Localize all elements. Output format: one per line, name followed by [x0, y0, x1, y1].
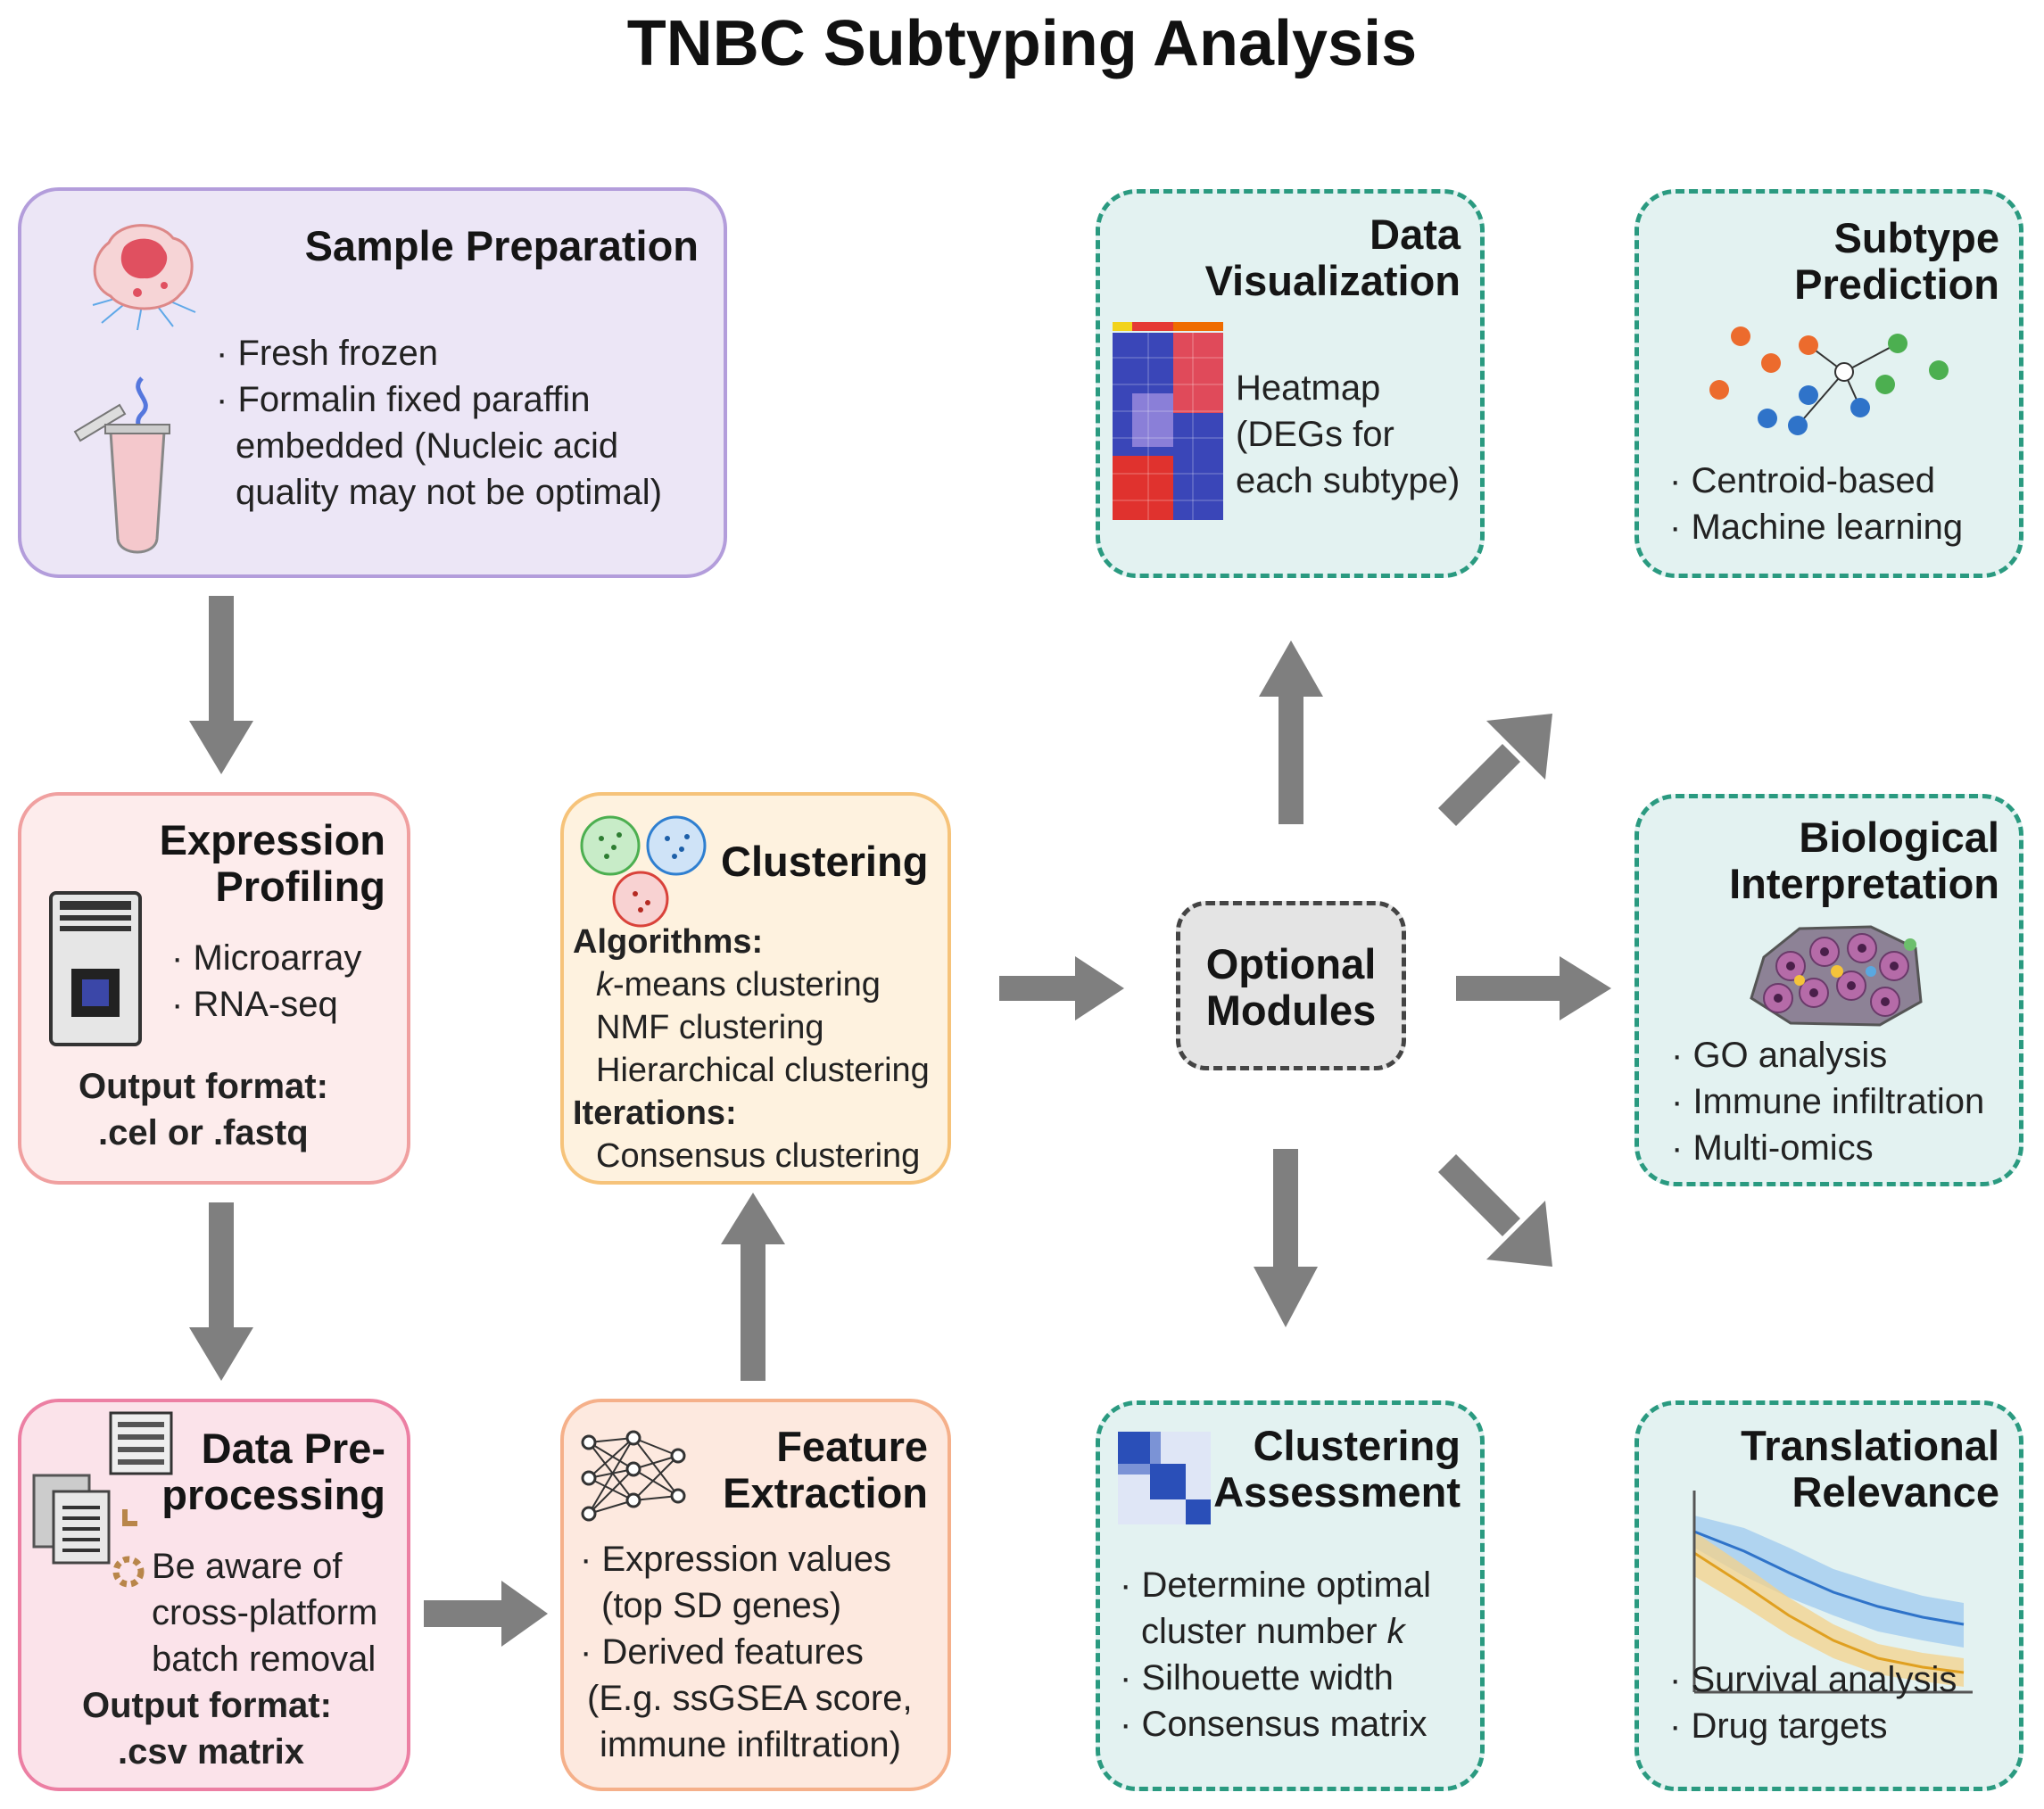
neural-network-icon: [581, 1430, 686, 1522]
arrow-preprocessing-to-feature: [424, 1581, 548, 1647]
list-item: Machine learning: [1669, 504, 1963, 550]
list-item: batch removal: [152, 1640, 377, 1679]
sample-preparation-box: Sample Preparation Fresh frozen Formalin…: [18, 187, 727, 578]
list-item: immune infiltration): [600, 1725, 901, 1764]
arrow-optional-to-interpretation: [1456, 956, 1611, 1020]
sample-preparation-title: Sample Preparation: [304, 222, 699, 269]
arrow-sample-to-expression: [189, 596, 253, 774]
list-item: Consensus matrix: [1120, 1701, 1427, 1747]
list-item: Consensus clustering: [596, 1137, 921, 1175]
tissue-sample-icon: [92, 224, 196, 331]
list-item: cross-platform: [152, 1593, 378, 1632]
data-preprocessing-box: Data Pre-processing Be aware of cross-pl…: [18, 1399, 410, 1791]
list-item: k-means clustering: [596, 966, 881, 1004]
network-graph-icon: [1709, 326, 1949, 435]
list-item: embedded (Nucleic acid: [236, 426, 619, 466]
algorithms-label: Algorithms:: [573, 923, 764, 961]
list-item: Fresh frozen: [216, 330, 438, 376]
documents-icon: [32, 1474, 111, 1565]
list-item: Expression values: [580, 1536, 891, 1582]
list-item: each subtype): [1236, 461, 1461, 500]
data-preprocessing-title: Data Pre-processing: [161, 1425, 385, 1518]
list-item: Heatmap: [1236, 368, 1381, 408]
list-item: (DEGs for: [1236, 415, 1394, 454]
output-format-value: .cel or .fastq: [98, 1113, 309, 1152]
list-item: Determine optimal: [1120, 1562, 1431, 1608]
sequencer-machine-icon: [49, 891, 142, 1046]
arrow-clustering-to-optional: [999, 956, 1124, 1020]
arrow-optional-to-prediction: [1438, 714, 1552, 826]
list-item: (E.g. ssGSEA score,: [587, 1679, 913, 1718]
list-item: Survival analysis: [1669, 1656, 1957, 1703]
list-item: Formalin fixed paraffin: [216, 376, 590, 423]
consensus-matrix-icon: [1118, 1432, 1211, 1524]
arrow-feature-to-clustering: [721, 1193, 785, 1381]
output-format-label: Output format:: [79, 1067, 328, 1106]
list-item: Silhouette width: [1120, 1655, 1393, 1701]
list-item: Multi-omics: [1671, 1125, 1873, 1171]
list-item: Hierarchical clustering: [596, 1052, 930, 1089]
list-item: cluster number k: [1141, 1612, 1405, 1651]
iterations-label: Iterations:: [573, 1094, 737, 1132]
arrow-optional-to-translational: [1438, 1154, 1552, 1267]
page-title: TNBC Subtyping Analysis: [626, 8, 1418, 79]
list-item: quality may not be optimal): [236, 473, 663, 512]
list-item: Microarray: [171, 935, 361, 981]
clustering-title: Clustering: [721, 838, 929, 885]
arrow-optional-to-visualization: [1259, 640, 1323, 824]
heatmap-icon: [1113, 322, 1223, 520]
test-tube-icon: [73, 376, 170, 554]
gear-icon: [112, 1509, 145, 1588]
list-item: RNA-seq: [171, 981, 337, 1028]
list-item: (top SD genes): [601, 1586, 842, 1625]
list-item: Be aware of: [152, 1547, 343, 1586]
arrow-expression-to-preprocessing: [189, 1202, 253, 1381]
tissue-cells-icon: [1750, 925, 1923, 1027]
list-item: GO analysis: [1671, 1032, 1887, 1078]
list-item: Drug targets: [1669, 1703, 1887, 1749]
list-item: Centroid-based: [1669, 458, 1935, 504]
data-matrix-icon: [109, 1411, 173, 1475]
output-format-value: .csv matrix: [118, 1732, 305, 1772]
cluster-circles-icon: [580, 815, 707, 928]
clustering-box: Clustering Algorithms: k-means clusterin…: [560, 792, 951, 1185]
list-item: NMF clustering: [596, 1009, 824, 1046]
output-format-label: Output format:: [82, 1686, 332, 1725]
list-item: Immune infiltration: [1671, 1078, 1984, 1125]
arrow-optional-to-assessment: [1254, 1149, 1318, 1327]
list-item: Derived features: [580, 1629, 863, 1675]
